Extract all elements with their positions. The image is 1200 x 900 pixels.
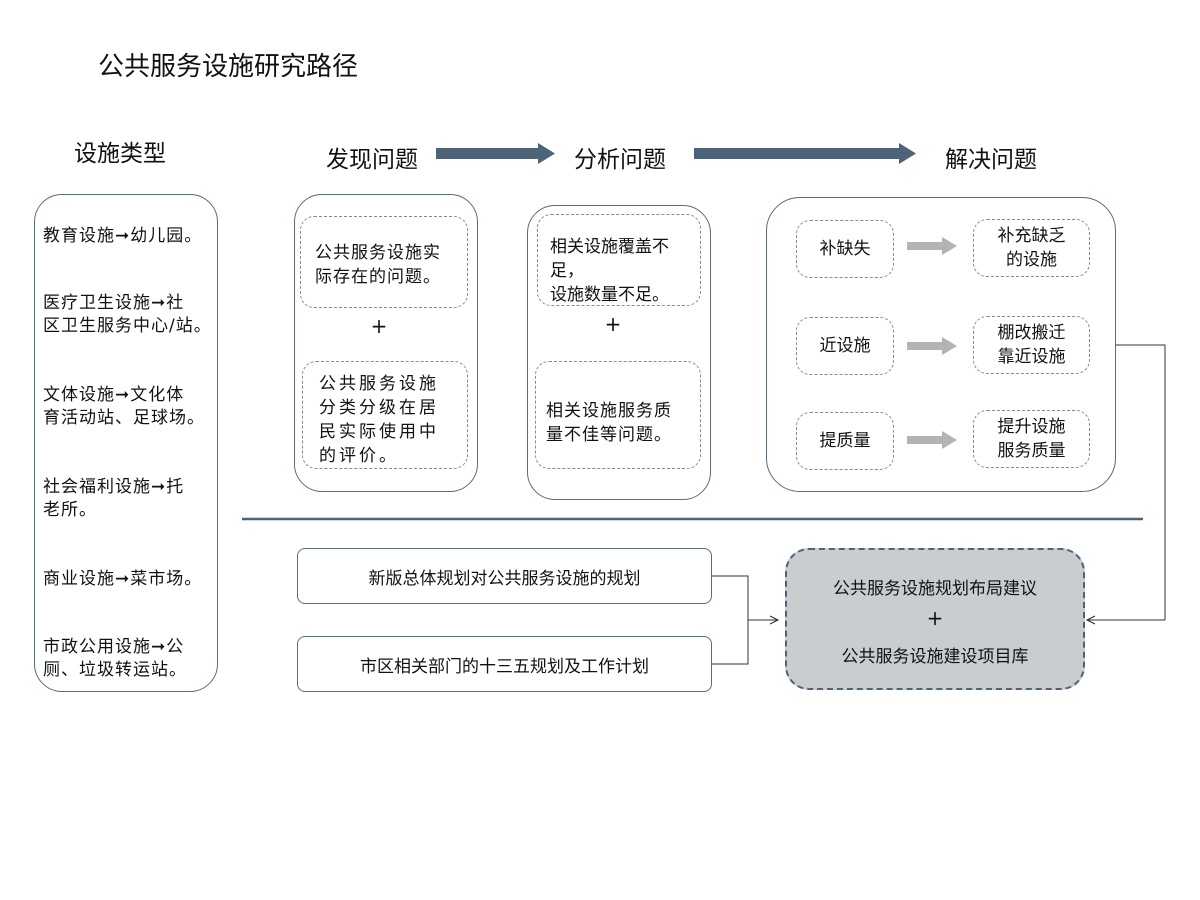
result-plus: +	[926, 606, 944, 630]
discover-box-1-line: 际存在的问题。	[315, 267, 441, 287]
facility-type-line: 老所。	[43, 500, 97, 520]
header-solve: 解决问题	[945, 147, 1037, 173]
analyze-box-1: 相关设施覆盖不足， 设施数量不足。	[537, 214, 701, 306]
analyze-box-2-line: 量不佳等问题。	[546, 425, 672, 445]
facility-type-line: 文体设施➞文化体	[43, 385, 185, 405]
solve-right-relocate: 棚改搬迁 靠近设施	[973, 316, 1090, 374]
plan-master-plan: 新版总体规划对公共服务设施的规划	[297, 548, 712, 604]
header-analyze: 分析问题	[574, 147, 666, 173]
header-discover: 发现问题	[326, 147, 418, 173]
facility-type-medical: 医疗卫生设施➞社 区卫生服务中心/站。	[43, 292, 223, 338]
facility-type-commercial: 商业设施➞菜市场。	[43, 568, 223, 591]
flow-arrow-discover-to-analyze	[436, 143, 555, 164]
facility-type-culture-sports: 文体设施➞文化体 育活动站、足球场。	[43, 384, 223, 430]
page-title: 公共服务设施研究路径	[98, 52, 359, 82]
discover-box-2-line: 公共服务设施	[319, 374, 439, 394]
gray-arrow-icon	[907, 337, 957, 355]
facility-type-municipal: 市政公用设施➞公 厕、垃圾转运站。	[43, 636, 223, 682]
discover-box-2-line: 的评价。	[319, 446, 399, 466]
discover-box-1: 公共服务设施实 际存在的问题。	[300, 216, 468, 308]
solve-left-quality: 提质量	[796, 412, 894, 470]
solve-right-line: 靠近设施	[997, 347, 1066, 367]
solve-left-fill-gaps: 补缺失	[796, 220, 894, 278]
facility-type-line: 区卫生服务中心/站。	[43, 316, 212, 336]
solve-right-line: 服务质量	[997, 441, 1066, 461]
analyze-plus: +	[604, 312, 622, 336]
solve-right-add-facilities: 补充缺乏 的设施	[973, 219, 1090, 277]
solve-left-nearby: 近设施	[796, 317, 894, 375]
gray-arrow-icon	[907, 237, 957, 255]
result-line-1: 公共服务设施规划布局建议	[833, 579, 1037, 599]
gray-arrow-icon	[907, 431, 957, 449]
facility-type-line: 医疗卫生设施➞社	[43, 293, 185, 313]
facility-type-line: 厕、垃圾转运站。	[43, 660, 187, 680]
facility-type-line: 商业设施➞菜市场。	[43, 569, 203, 589]
discover-box-1-line: 公共服务设施实	[315, 243, 441, 263]
result-box: 公共服务设施规划布局建议 + 公共服务设施建设项目库	[785, 548, 1085, 690]
solve-right-line: 补充缺乏	[997, 226, 1066, 246]
facility-type-education: 教育设施➞幼儿园。	[43, 225, 223, 248]
result-line-2: 公共服务设施建设项目库	[841, 647, 1029, 667]
analyze-box-2-line: 相关设施服务质	[546, 401, 672, 421]
discover-box-2-line: 分类分级在居	[319, 398, 439, 418]
facility-type-line: 市政公用设施➞公	[43, 637, 185, 657]
discover-box-2-line: 民实际使用中	[319, 422, 439, 442]
solve-right-improve-quality: 提升设施 服务质量	[973, 410, 1090, 468]
header-facility-types: 设施类型	[74, 141, 166, 167]
analyze-box-2: 相关设施服务质 量不佳等问题。	[535, 361, 701, 469]
facility-type-welfare: 社会福利设施➞托 老所。	[43, 476, 223, 522]
discover-plus: +	[370, 314, 388, 338]
analyze-box-1-line: 相关设施覆盖不足，	[550, 237, 669, 281]
solve-to-result-connector	[1087, 344, 1166, 620]
flow-arrow-analyze-to-solve	[694, 143, 916, 164]
solve-right-line: 的设施	[1006, 250, 1057, 270]
analyze-box-1-line: 设施数量不足。	[550, 285, 669, 305]
plan-13th-five-year: 市区相关部门的十三五规划及工作计划	[297, 636, 712, 692]
facility-type-line: 教育设施➞幼儿园。	[43, 226, 203, 246]
discover-box-2: 公共服务设施 分类分级在居 民实际使用中 的评价。	[302, 361, 468, 469]
solve-right-line: 棚改搬迁	[997, 323, 1066, 343]
plans-merge-connector	[712, 575, 778, 665]
facility-type-line: 社会福利设施➞托	[43, 477, 185, 497]
facility-type-line: 育活动站、足球场。	[43, 408, 205, 428]
facility-types-panel	[34, 194, 218, 692]
solve-right-line: 提升设施	[997, 417, 1066, 437]
